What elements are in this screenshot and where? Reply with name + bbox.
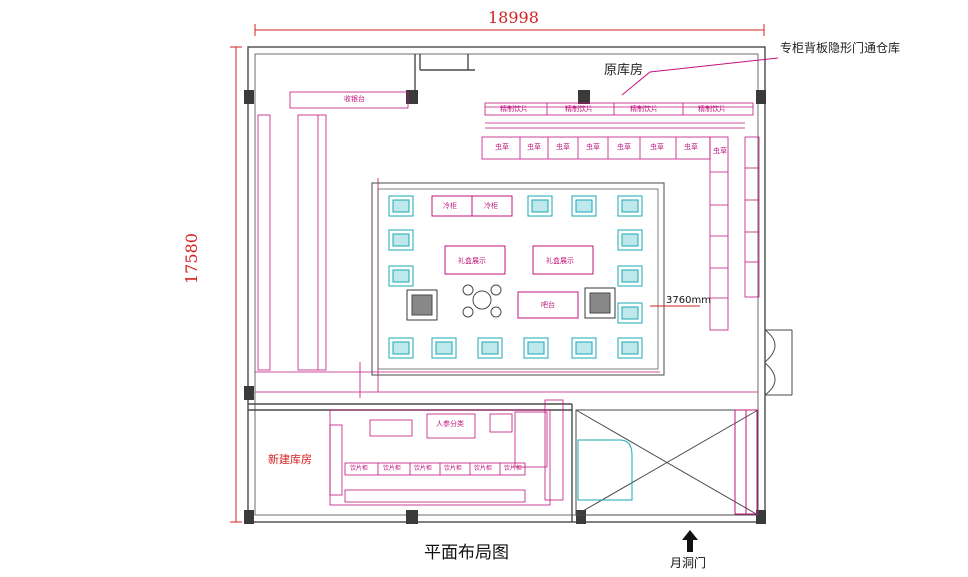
- seat-col-right: [617, 229, 643, 324]
- cashier-label: 收银台: [344, 95, 365, 103]
- gift-display-label: 礼盒展示: [458, 257, 486, 265]
- bar-label: 吧台: [541, 301, 555, 309]
- tonic-drink-label: 饮片柜: [383, 465, 402, 472]
- storage-note-leader: [621, 57, 779, 96]
- tonic-drink-label: 饮片柜: [414, 465, 433, 472]
- new-storeroom-label: 新建库房: [268, 453, 312, 466]
- tonic-drink-label: 饮片柜: [350, 465, 369, 472]
- refined-tablet-label: 精制饮片: [565, 105, 593, 113]
- cordyceps-label: 虫草: [713, 147, 727, 155]
- cordyceps-label: 虫草: [684, 143, 698, 151]
- seat-col-left: [388, 229, 414, 287]
- tonic-drink-label: 饮片柜: [504, 465, 523, 472]
- east-door: [764, 329, 793, 396]
- tonic-drink-label: 饮片柜: [474, 465, 493, 472]
- cold-storage-label: 冷柜: [443, 202, 457, 210]
- entrance-arrow: [682, 530, 698, 552]
- refined-tablet-label: 精制饮片: [630, 105, 658, 113]
- cordyceps-label: 虫草: [556, 143, 570, 151]
- refined-tablet-label: 精制饮片: [698, 105, 726, 113]
- height-dimension: 17580: [182, 233, 201, 284]
- cordyceps-label: 虫草: [586, 143, 600, 151]
- cordyceps-label: 虫草: [650, 143, 664, 151]
- cordyceps-label: 虫草: [527, 143, 541, 151]
- central-display-area: [371, 182, 665, 376]
- storage-door-note: 专柜背板隐形门通仓库: [780, 41, 901, 55]
- seat-groups: [388, 195, 643, 359]
- original-storeroom-label: 原库房: [604, 63, 644, 78]
- width-dimension: 18998: [488, 8, 539, 27]
- page-title: 平面布局图: [424, 543, 509, 563]
- top-dimension-line: [254, 24, 765, 36]
- tonic-drink-label: 饮片柜: [444, 465, 463, 472]
- entrance-label: 月洞门: [670, 556, 707, 570]
- ginseng-label: 人参分类: [436, 420, 464, 428]
- span-dimension: 3760mm: [666, 295, 711, 306]
- left-dimension-line: [230, 46, 242, 523]
- structural-columns: [244, 90, 766, 524]
- seat-row-bottom: [388, 337, 643, 359]
- cordyceps-label: 虫草: [617, 143, 631, 151]
- cold-storage-label: 冷柜: [484, 202, 498, 210]
- seat-row-top: [388, 195, 643, 217]
- refined-tablet-label: 精制饮片: [500, 105, 528, 113]
- entrance-zone: [575, 409, 759, 516]
- gift-display-label: 礼盒展示: [546, 257, 574, 265]
- cordyceps-label: 虫草: [495, 143, 509, 151]
